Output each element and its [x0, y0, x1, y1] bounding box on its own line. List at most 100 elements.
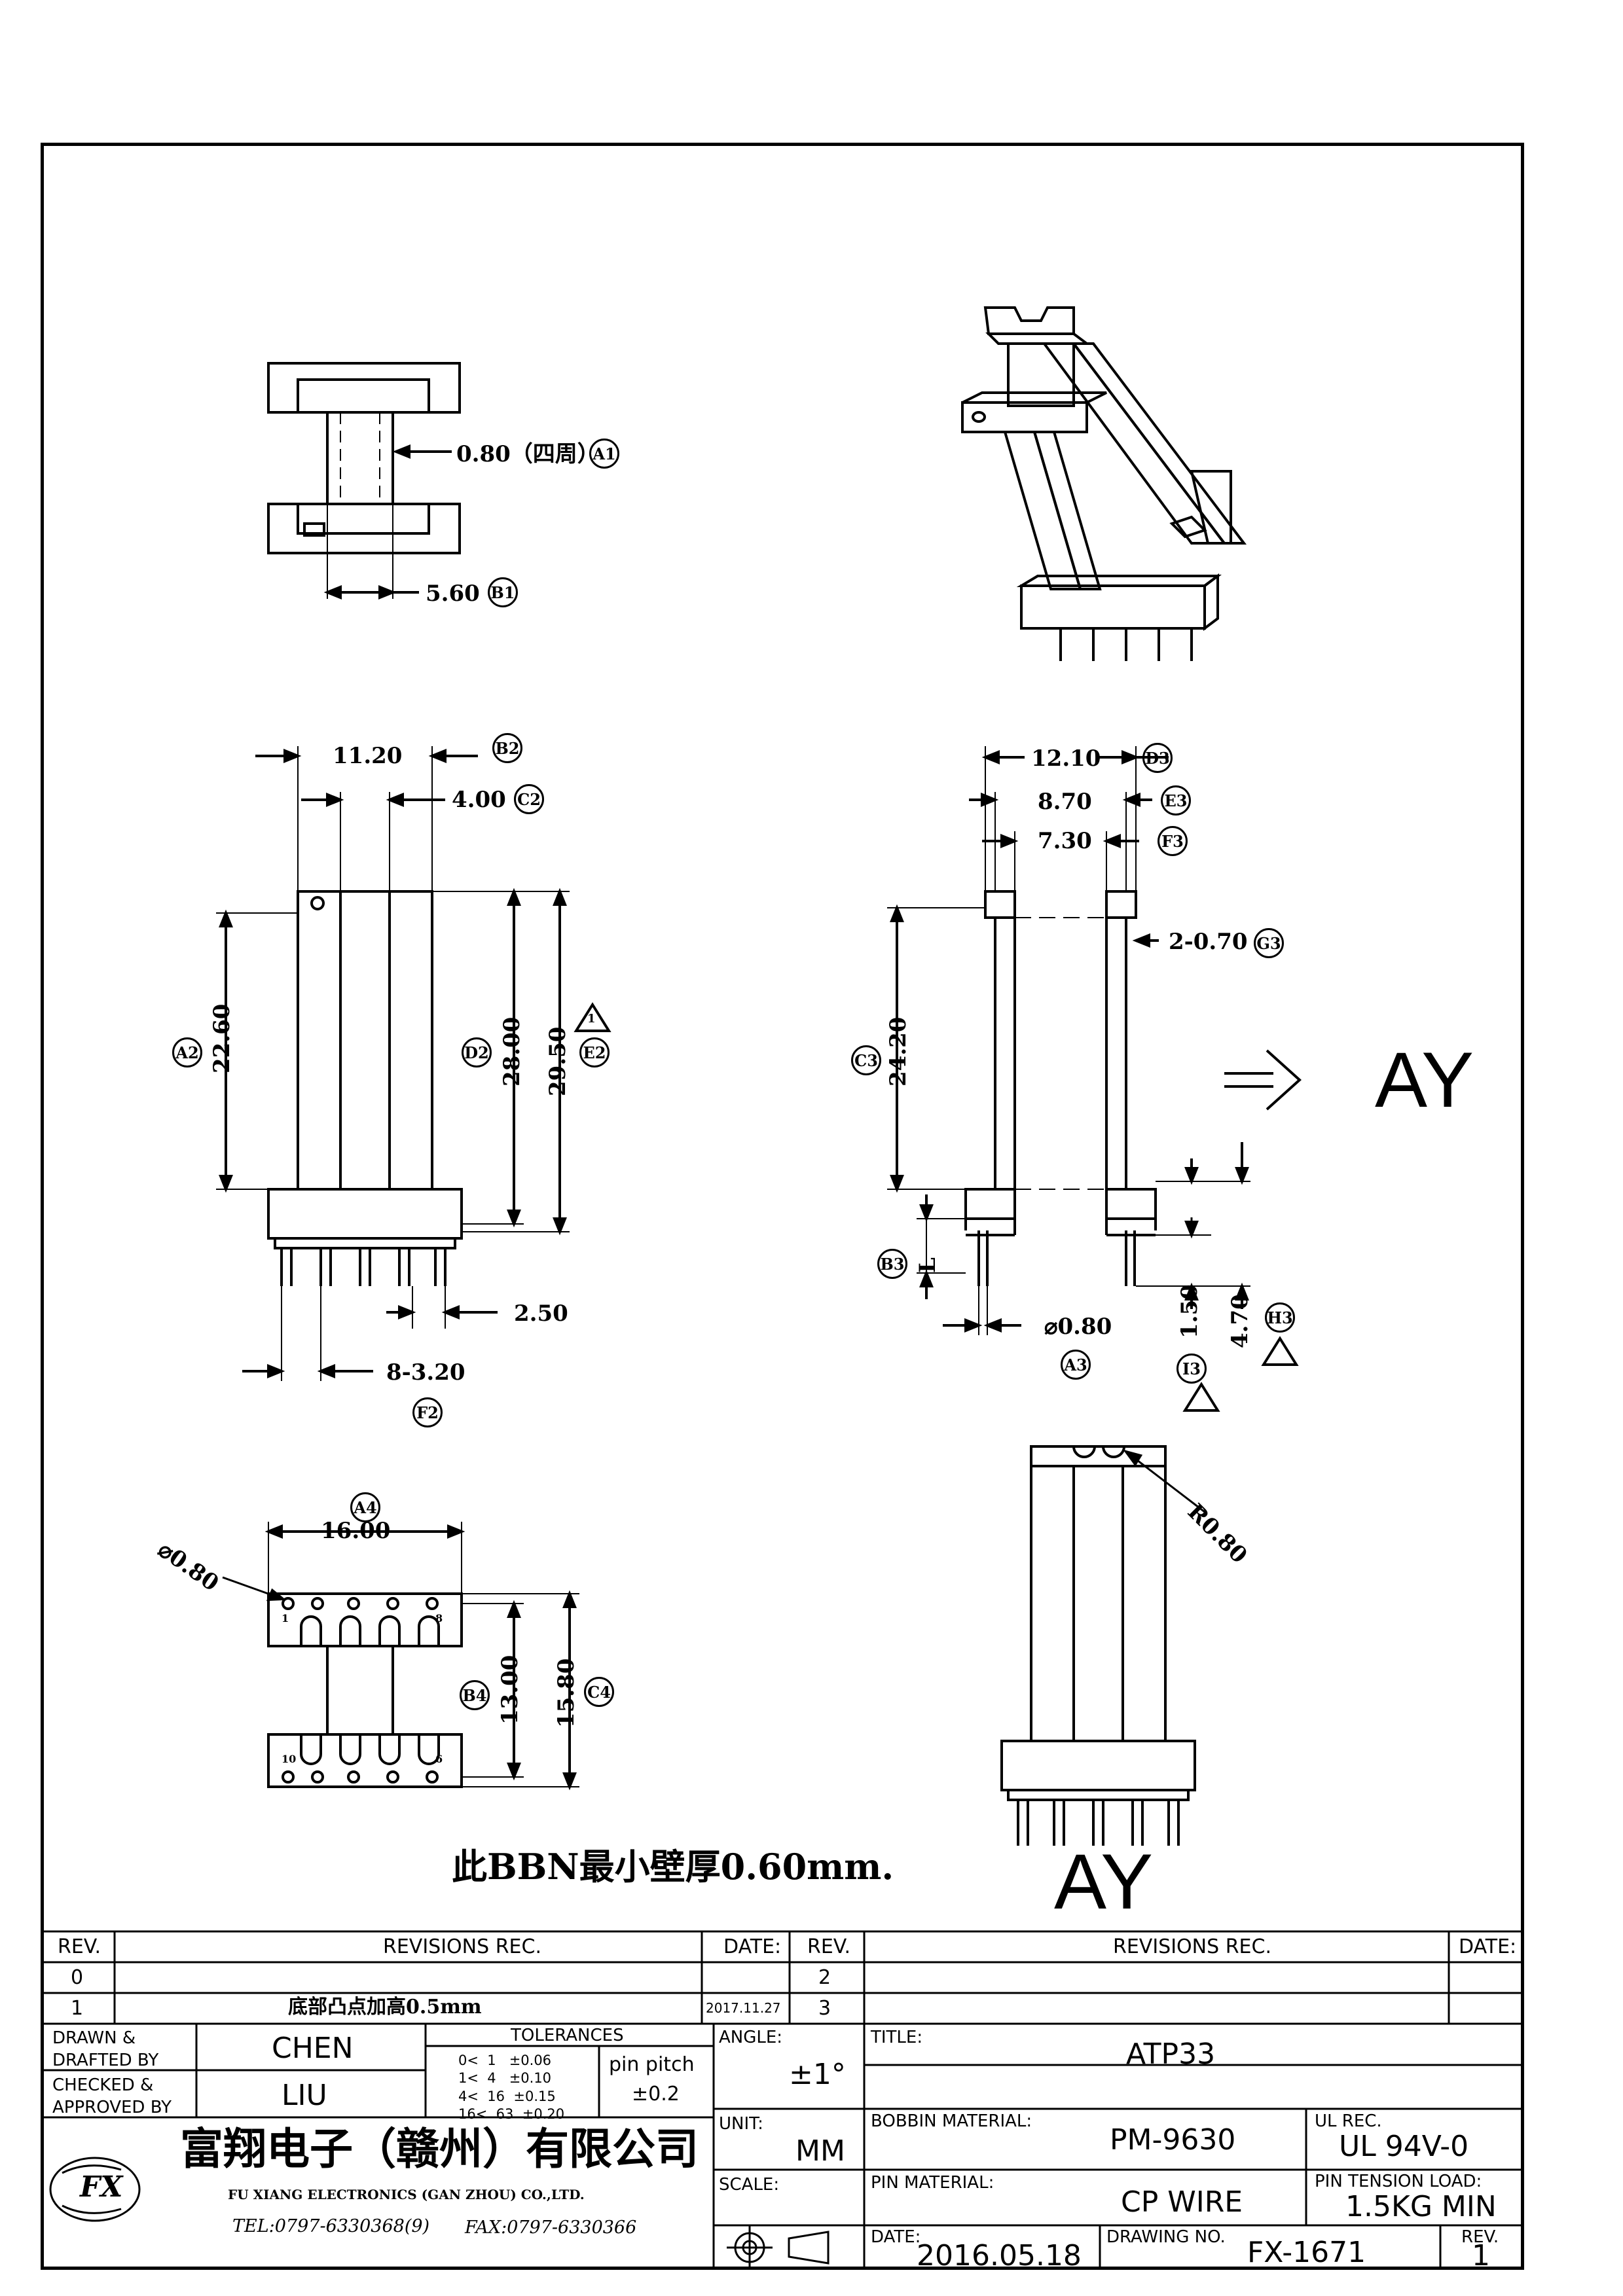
tb-rev2: REV. — [807, 1935, 850, 1958]
dim-250: 2.50 — [514, 1300, 568, 1327]
tb-ul-rec: UL REC. — [1315, 2111, 1382, 2131]
tb-scale: SCALE: — [719, 2175, 780, 2195]
callout-b4: B4 — [460, 1680, 490, 1710]
tb-pin-pitch: pin pitch — [609, 2053, 695, 2076]
dim-2260: 22.60 — [209, 1003, 235, 1073]
tb-row1-rev: 1 — [71, 1997, 84, 2020]
pin-8-label: 8 — [435, 1612, 443, 1624]
tb-drawing-no-val: FX-1671 — [1247, 2236, 1366, 2269]
callout-a3: A3 — [1061, 1350, 1091, 1380]
tb-date-val: 2016.05.18 — [917, 2239, 1082, 2272]
callout-i3: I3 — [1176, 1354, 1207, 1384]
tb-row1-date: 2017.11.27 — [706, 2000, 781, 2016]
bottom-view — [222, 1522, 579, 1791]
tb-ul-rec-val: UL 94V-0 — [1339, 2130, 1469, 2163]
tb-unit: UNIT: — [719, 2114, 763, 2134]
tb-checked: CHECKED & APPROVED BY — [52, 2075, 172, 2117]
dim-400: 4.00 — [452, 787, 506, 813]
company-logo-icon: FX — [80, 2170, 123, 2204]
dim-1600: 16.00 — [321, 1518, 391, 1544]
ay-label-bottom: AY — [1054, 1838, 1154, 1926]
tb-title-val: ATP33 — [1126, 2037, 1216, 2071]
company-name: 富翔电子（赣州）有限公司 — [180, 2123, 699, 2174]
side-view — [887, 746, 1302, 1412]
wall-thickness-note: 此BBN最小壁厚0.60mm. — [452, 1846, 894, 1888]
tb-date-label: DATE: — [871, 2227, 921, 2247]
tb-rev-label: REV. — [1461, 2227, 1499, 2247]
tb-date: DATE: — [723, 1935, 782, 1958]
dim-8-320: 8-3.20 — [386, 1359, 465, 1386]
tb-date2: DATE: — [1459, 1935, 1517, 1958]
callout-d2: D2 — [462, 1037, 492, 1067]
callout-a4: A4 — [350, 1492, 380, 1522]
tb-revisions-rec2: REVISIONS REC. — [1113, 1935, 1271, 1958]
ay-view — [1000, 1445, 1205, 1846]
callout-e2: E2 — [579, 1037, 610, 1067]
revision-mark-1: 1 — [587, 1012, 596, 1026]
callout-g3: G3 — [1254, 928, 1284, 958]
callout-c3: C3 — [851, 1045, 881, 1075]
dim-1300: 13.00 — [497, 1655, 523, 1725]
callout-b1: B1 — [488, 577, 518, 607]
tb-pin-tension: PIN TENSION LOAD: — [1315, 2172, 1482, 2191]
company-name-en: FU XIANG ELECTRONICS (GAN ZHOU) CO.,LTD. — [228, 2187, 585, 2202]
pin-10-label: 10 — [282, 1753, 297, 1765]
dim-150: 1.50 — [1176, 1284, 1203, 1338]
tb-drawing-no: DRAWING NO. — [1106, 2227, 1226, 2247]
tb-rev-val: 1 — [1472, 2239, 1490, 2272]
isometric-view — [961, 306, 1247, 661]
dim-2800: 28.00 — [499, 1016, 525, 1086]
dim-2420: 24.20 — [885, 1016, 911, 1086]
dim-080: 0.80（四周） — [456, 441, 600, 467]
tb-row0-rev2: 2 — [818, 1966, 831, 1989]
tb-angle: ANGLE: — [719, 2028, 783, 2047]
callout-d3: D3 — [1142, 743, 1173, 773]
tb-drawn: DRAWN & DRAFTED BY — [52, 2028, 159, 2070]
front-view — [216, 746, 611, 1381]
tb-drawn-val: CHEN — [272, 2032, 354, 2065]
tb-row0-rev: 0 — [71, 1966, 84, 1989]
dim-560: 5.60 — [426, 581, 480, 607]
dim-870: 8.70 — [1038, 789, 1092, 815]
dim-1580: 15.80 — [553, 1658, 579, 1728]
callout-c4: C4 — [584, 1677, 614, 1707]
callout-c2: C2 — [514, 784, 544, 814]
tb-bobbin-material-val: PM-9630 — [1110, 2123, 1236, 2157]
ay-label-side: AY — [1375, 1036, 1474, 1124]
tb-revisions-rec: REVISIONS REC. — [383, 1935, 541, 1958]
tb-pin-material-val: CP WIRE — [1121, 2185, 1243, 2219]
dim-phi080: ⌀0.80 — [1044, 1314, 1112, 1340]
dim-1210: 12.10 — [1031, 745, 1101, 772]
tb-row1-desc: 底部凸点加高0.5mm — [288, 1996, 482, 2018]
tb-pin-tension-val: 1.5KG MIN — [1345, 2190, 1497, 2223]
tb-checked-val: LIU — [282, 2079, 327, 2112]
tb-row1-rev2: 3 — [818, 1997, 831, 2020]
callout-b3: B3 — [877, 1249, 907, 1279]
top-view — [267, 362, 461, 600]
dim-2950: 29.50 — [545, 1026, 571, 1096]
tb-pin-material: PIN MATERIAL: — [871, 2173, 994, 2193]
tb-title: TITLE: — [871, 2028, 923, 2047]
company-fax: FAX:0797-6330366 — [465, 2217, 637, 2238]
title-block-lines — [41, 1930, 1524, 2270]
tb-bobbin-material: BOBBIN MATERIAL: — [871, 2111, 1032, 2131]
tb-angle-val: ±1° — [789, 2058, 846, 2091]
dim-l: L — [915, 1257, 941, 1273]
callout-h3: H3 — [1265, 1302, 1295, 1333]
dim-2-070: 2-0.70 — [1169, 929, 1248, 955]
dim-470: 4.70 — [1227, 1294, 1253, 1348]
tb-pin-pitch-val: ±0.2 — [632, 2083, 680, 2106]
callout-a2: A2 — [172, 1037, 202, 1067]
callout-f2: F2 — [412, 1397, 443, 1427]
callout-b2: B2 — [492, 733, 522, 763]
dim-1120: 11.20 — [333, 743, 403, 769]
company-tel: TEL:0797-6330368(9) — [232, 2216, 430, 2236]
callout-e3: E3 — [1161, 785, 1191, 816]
drawing-frame — [41, 143, 1524, 2270]
callout-f3: F3 — [1158, 826, 1188, 856]
tb-tolerances: TOLERANCES — [511, 2026, 624, 2045]
tb-unit-val: MM — [795, 2134, 845, 2168]
callout-a1: A1 — [589, 439, 619, 469]
